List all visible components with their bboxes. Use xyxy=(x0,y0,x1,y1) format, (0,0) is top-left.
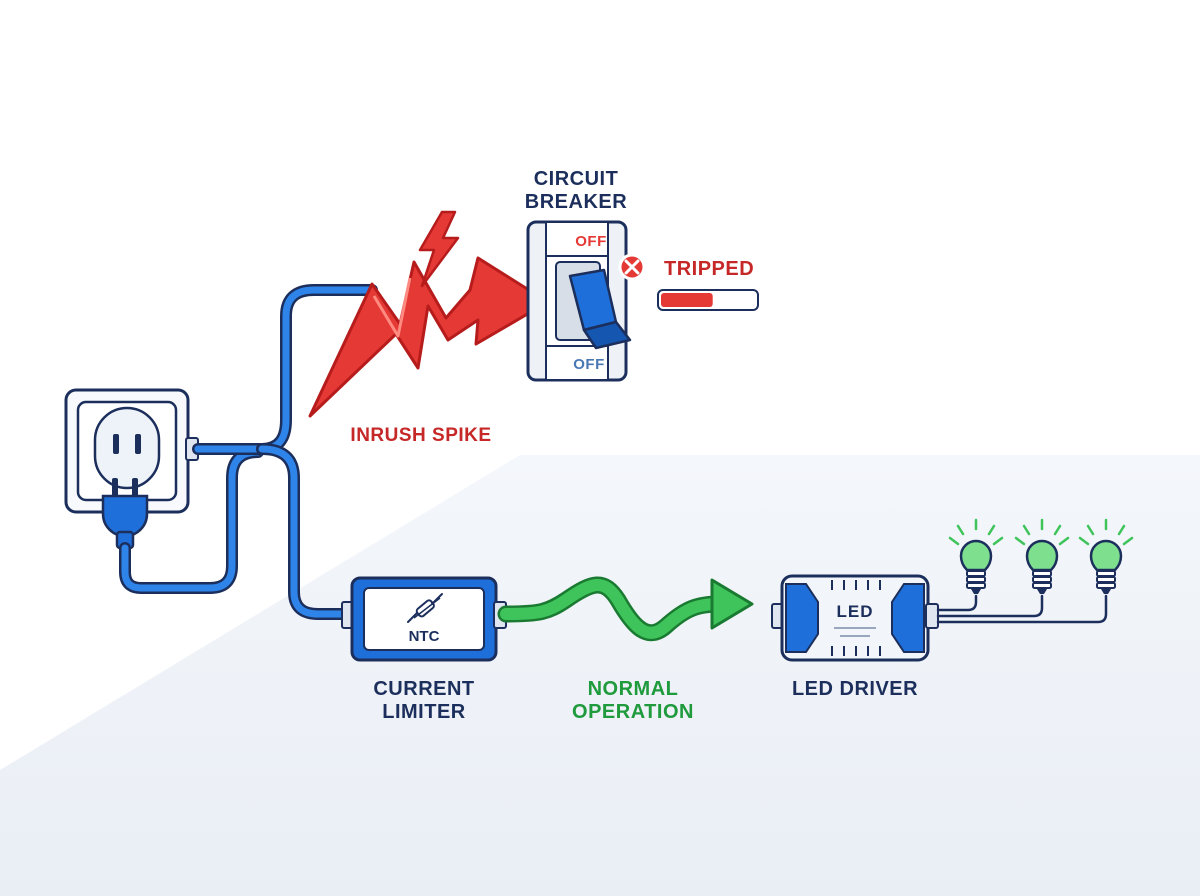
normal-operation-title: NORMAL OPERATION xyxy=(548,678,718,724)
tripped-meter xyxy=(657,289,759,311)
breaker-title-line2: BREAKER xyxy=(524,191,628,213)
limiter-title: CURRENT LIMITER xyxy=(354,678,494,724)
limiter-title-line1: CURRENT xyxy=(373,678,475,700)
led-driver xyxy=(771,574,939,662)
tripped-label: TRIPPED xyxy=(664,258,755,280)
driver-chip-label: LED xyxy=(837,602,874,621)
resistor-icon xyxy=(407,593,443,623)
normal-operation-line1: NORMAL xyxy=(587,678,679,700)
limiter-title-line2: LIMITER xyxy=(382,701,466,723)
breaker-title: CIRCUIT BREAKER xyxy=(516,168,636,214)
plug-icon xyxy=(101,478,149,550)
limiter-chip-label: NTC xyxy=(409,628,440,645)
wall-outlet-icon xyxy=(64,388,199,514)
breaker-bottom-state: OFF xyxy=(573,356,605,373)
normal-operation-wave xyxy=(497,576,754,642)
lightning-icon xyxy=(418,210,460,288)
inrush-spike-label: INRUSH SPIKE xyxy=(350,425,492,446)
current-limiter xyxy=(341,576,507,662)
normal-operation-line2: OPERATION xyxy=(572,701,694,723)
floor-plane xyxy=(0,455,1200,896)
bulb-wiring xyxy=(936,594,1108,624)
led-bulb-icon xyxy=(1078,518,1134,594)
inrush-spike xyxy=(308,256,550,418)
led-bulb-icon xyxy=(1014,518,1070,594)
led-bulb-icon xyxy=(948,518,1004,594)
led-driver-title: LED DRIVER xyxy=(791,678,919,700)
breaker-title-line1: CIRCUIT xyxy=(533,168,619,190)
breaker-top-state: OFF xyxy=(575,233,607,250)
close-icon xyxy=(618,253,646,281)
power-cables xyxy=(119,284,378,620)
circuit-breaker xyxy=(526,220,632,382)
